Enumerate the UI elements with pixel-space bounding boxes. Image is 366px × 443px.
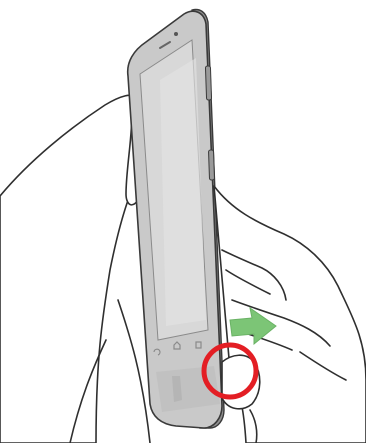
phone [128, 10, 224, 429]
volume-down-button [208, 150, 214, 180]
right-hand [214, 186, 366, 443]
front-camera [174, 32, 178, 36]
volume-up-button [205, 66, 211, 100]
